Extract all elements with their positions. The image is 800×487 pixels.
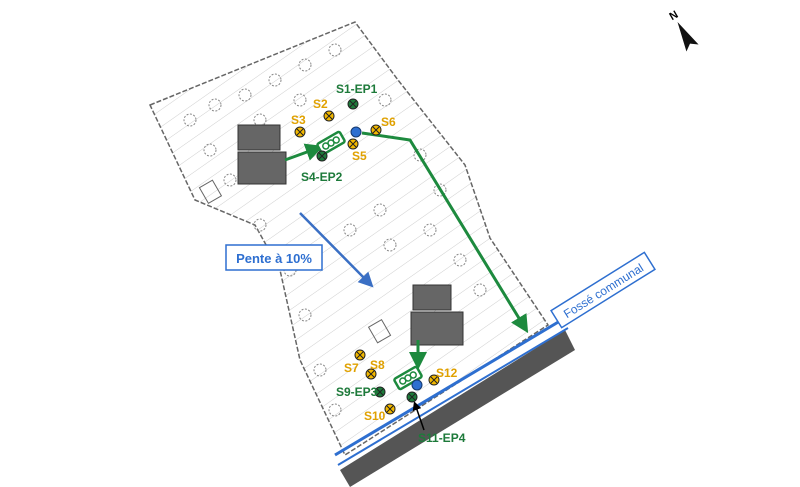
flow-arrow-main [361,131,529,334]
storage-tank-north [316,130,346,156]
marker-s7 [354,349,366,361]
svg-text:N: N [668,9,681,23]
slope-box [225,244,323,271]
marker-s2 [323,110,335,122]
marker-s11 [406,391,418,403]
marker-s1 [347,98,359,110]
label-s2: S2 [313,97,328,111]
label-s7: S7 [344,361,359,375]
marker-s12 [428,374,440,386]
marker-s4 [316,150,328,162]
label-s6: S6 [381,115,396,129]
road [340,330,575,487]
ditch-box [550,251,656,329]
manhole-north [350,126,362,138]
slope-label: Pente à 10% [236,251,312,266]
label-s10: S10 [364,409,386,423]
label-s11: S11-EP4 [418,431,466,445]
marker-s10 [384,403,396,415]
label-s8: S8 [370,358,385,372]
marker-s5 [347,138,359,150]
marker-s9 [374,386,386,398]
pointer-arrow [412,401,425,431]
label-s4: S4-EP2 [301,170,343,184]
manhole-south [411,379,423,391]
ditch-line [334,316,566,457]
storage-tank-south [393,365,423,391]
marker-s8 [365,368,377,380]
label-s5: S5 [352,149,367,163]
flow-arrow-north [284,143,324,162]
label-s1: S1-EP1 [336,82,378,96]
buildings [237,124,464,346]
markers [294,98,440,415]
label-s3: S3 [291,113,306,127]
label-s9: S9-EP3 [336,385,378,399]
marker-s6 [370,124,382,136]
ditch-line-2 [337,327,569,466]
north-arrow-icon: N [668,9,699,52]
ditch-label: Fossé communal [561,261,646,321]
marker-s3 [294,126,306,138]
parking [198,179,392,344]
slope-arrow [299,212,374,288]
label-s12: S12 [436,366,458,380]
